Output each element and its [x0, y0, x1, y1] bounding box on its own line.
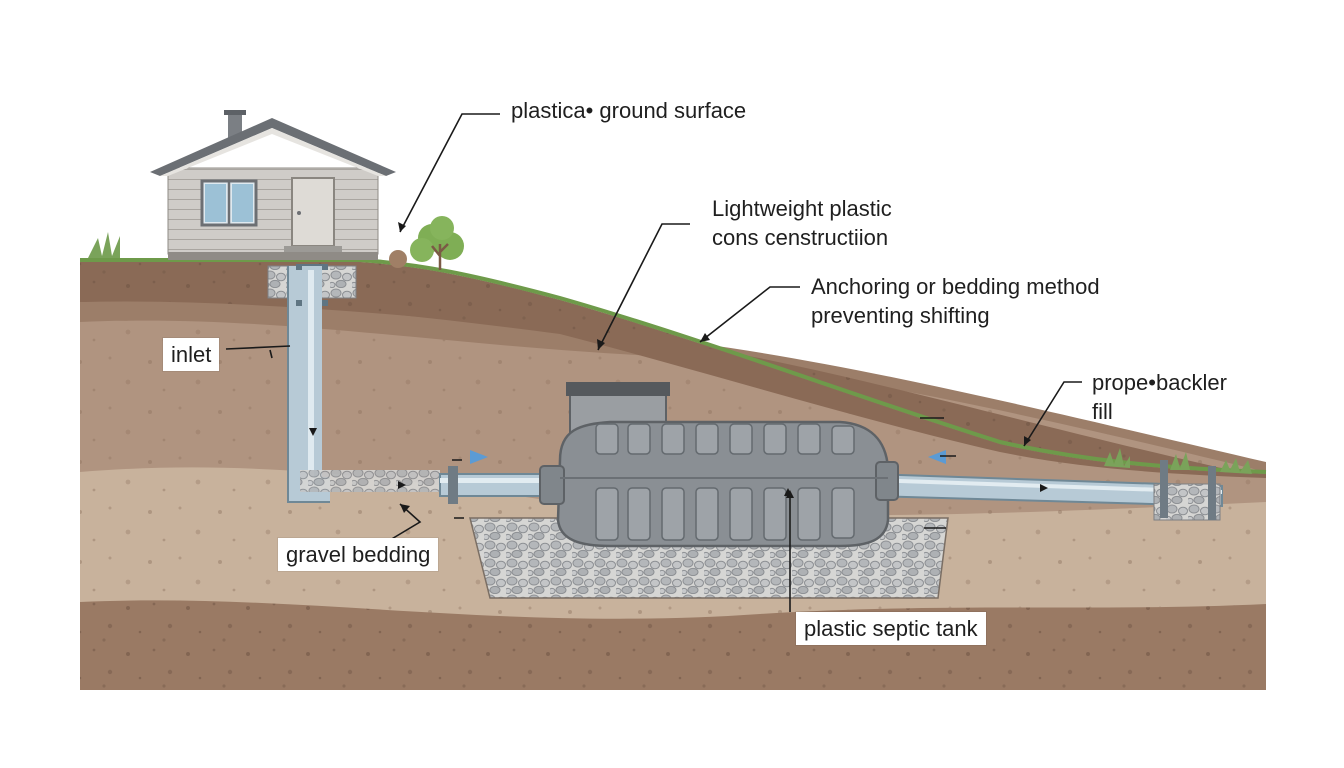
callout-lines [225, 113, 1082, 612]
ground-surface-grass [80, 258, 1267, 474]
callout-gravel [389, 503, 422, 541]
callout-inlet [225, 345, 291, 350]
backfill-label-line1: prope•backler [1092, 370, 1227, 395]
tank-ribs [595, 423, 855, 541]
soil-layers [80, 258, 1267, 690]
inlet-pipe [287, 264, 440, 503]
topsoil-speckles [80, 262, 1266, 478]
ground-surface-label: plastica• ground surface [511, 98, 747, 123]
grass-tuft-icon [88, 232, 1252, 474]
backfill-label: prope•backler fill [1092, 368, 1227, 426]
upper-mid-layer [80, 299, 1266, 472]
tank-inlet-pipe [439, 466, 561, 504]
anchoring-label-line1: Anchoring or bedding method [811, 274, 1100, 299]
inlet-label: inlet [163, 338, 220, 371]
construction-label-line2: cons censtructiion [712, 225, 889, 250]
house-icon [150, 110, 396, 260]
callout-anchoring [699, 286, 800, 343]
anchoring-label-line2: preventing shifting [811, 303, 990, 328]
construction-label: Lightweight plastic cons censtructiion [712, 194, 892, 252]
tree-icon [389, 216, 464, 270]
flow-arrow-icon [470, 450, 946, 464]
house-wall [167, 167, 379, 255]
subsoil-speckles [80, 318, 1266, 516]
anchoring-label: Anchoring or bedding method preventing s… [811, 272, 1100, 330]
house-chimney [228, 112, 242, 138]
tank-outlet-pipe [869, 460, 1223, 521]
callout-construction [597, 223, 690, 351]
callout-backfill [1023, 381, 1082, 447]
house-step [284, 246, 342, 254]
gravel-bedding-label: gravel bedding [278, 538, 439, 571]
backfill-label-line2: fill [1092, 399, 1113, 424]
callout-ground-surface [399, 113, 500, 233]
tank-lid [566, 382, 670, 396]
septic-tank-label: plastic septic tank [796, 612, 986, 645]
construction-label-line1: Lightweight plastic [712, 196, 892, 221]
septic-tank [539, 382, 899, 548]
